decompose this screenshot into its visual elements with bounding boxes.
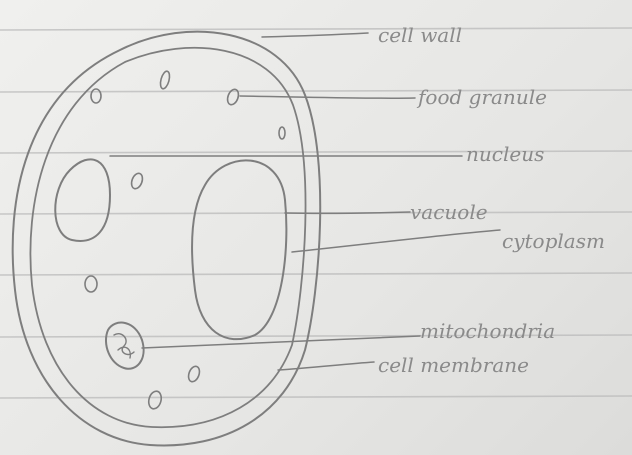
mitochondria-pointer [142, 336, 420, 348]
nucleus-shape [55, 159, 110, 241]
cell-wall-pointer [262, 33, 368, 37]
cell-membrane-outline [30, 48, 305, 427]
label-nucleus: nucleus [466, 142, 544, 166]
label-cytoplasm: cytoplasm [502, 229, 605, 253]
label-cell-wall: cell wall [378, 23, 462, 47]
food-granule [279, 127, 285, 139]
food-granule [187, 365, 202, 383]
food-granule [147, 390, 163, 410]
food-granule [85, 276, 97, 292]
food-granule [130, 172, 145, 190]
cell-wall-outline [13, 32, 321, 446]
vacuole-shape [192, 160, 286, 339]
label-mitochondria: mitochondria [420, 319, 555, 343]
food-granule-pointer [240, 96, 415, 98]
mitochondria-shape [106, 323, 144, 369]
cytoplasm-pointer [292, 230, 500, 252]
food-granules [85, 70, 285, 410]
food-granule [159, 70, 171, 89]
cell-membrane-pointer [278, 362, 374, 370]
label-cell-membrane: cell membrane [378, 353, 529, 377]
label-food-granule: food granule [416, 85, 547, 109]
label-vacuole: vacuole [410, 200, 488, 224]
